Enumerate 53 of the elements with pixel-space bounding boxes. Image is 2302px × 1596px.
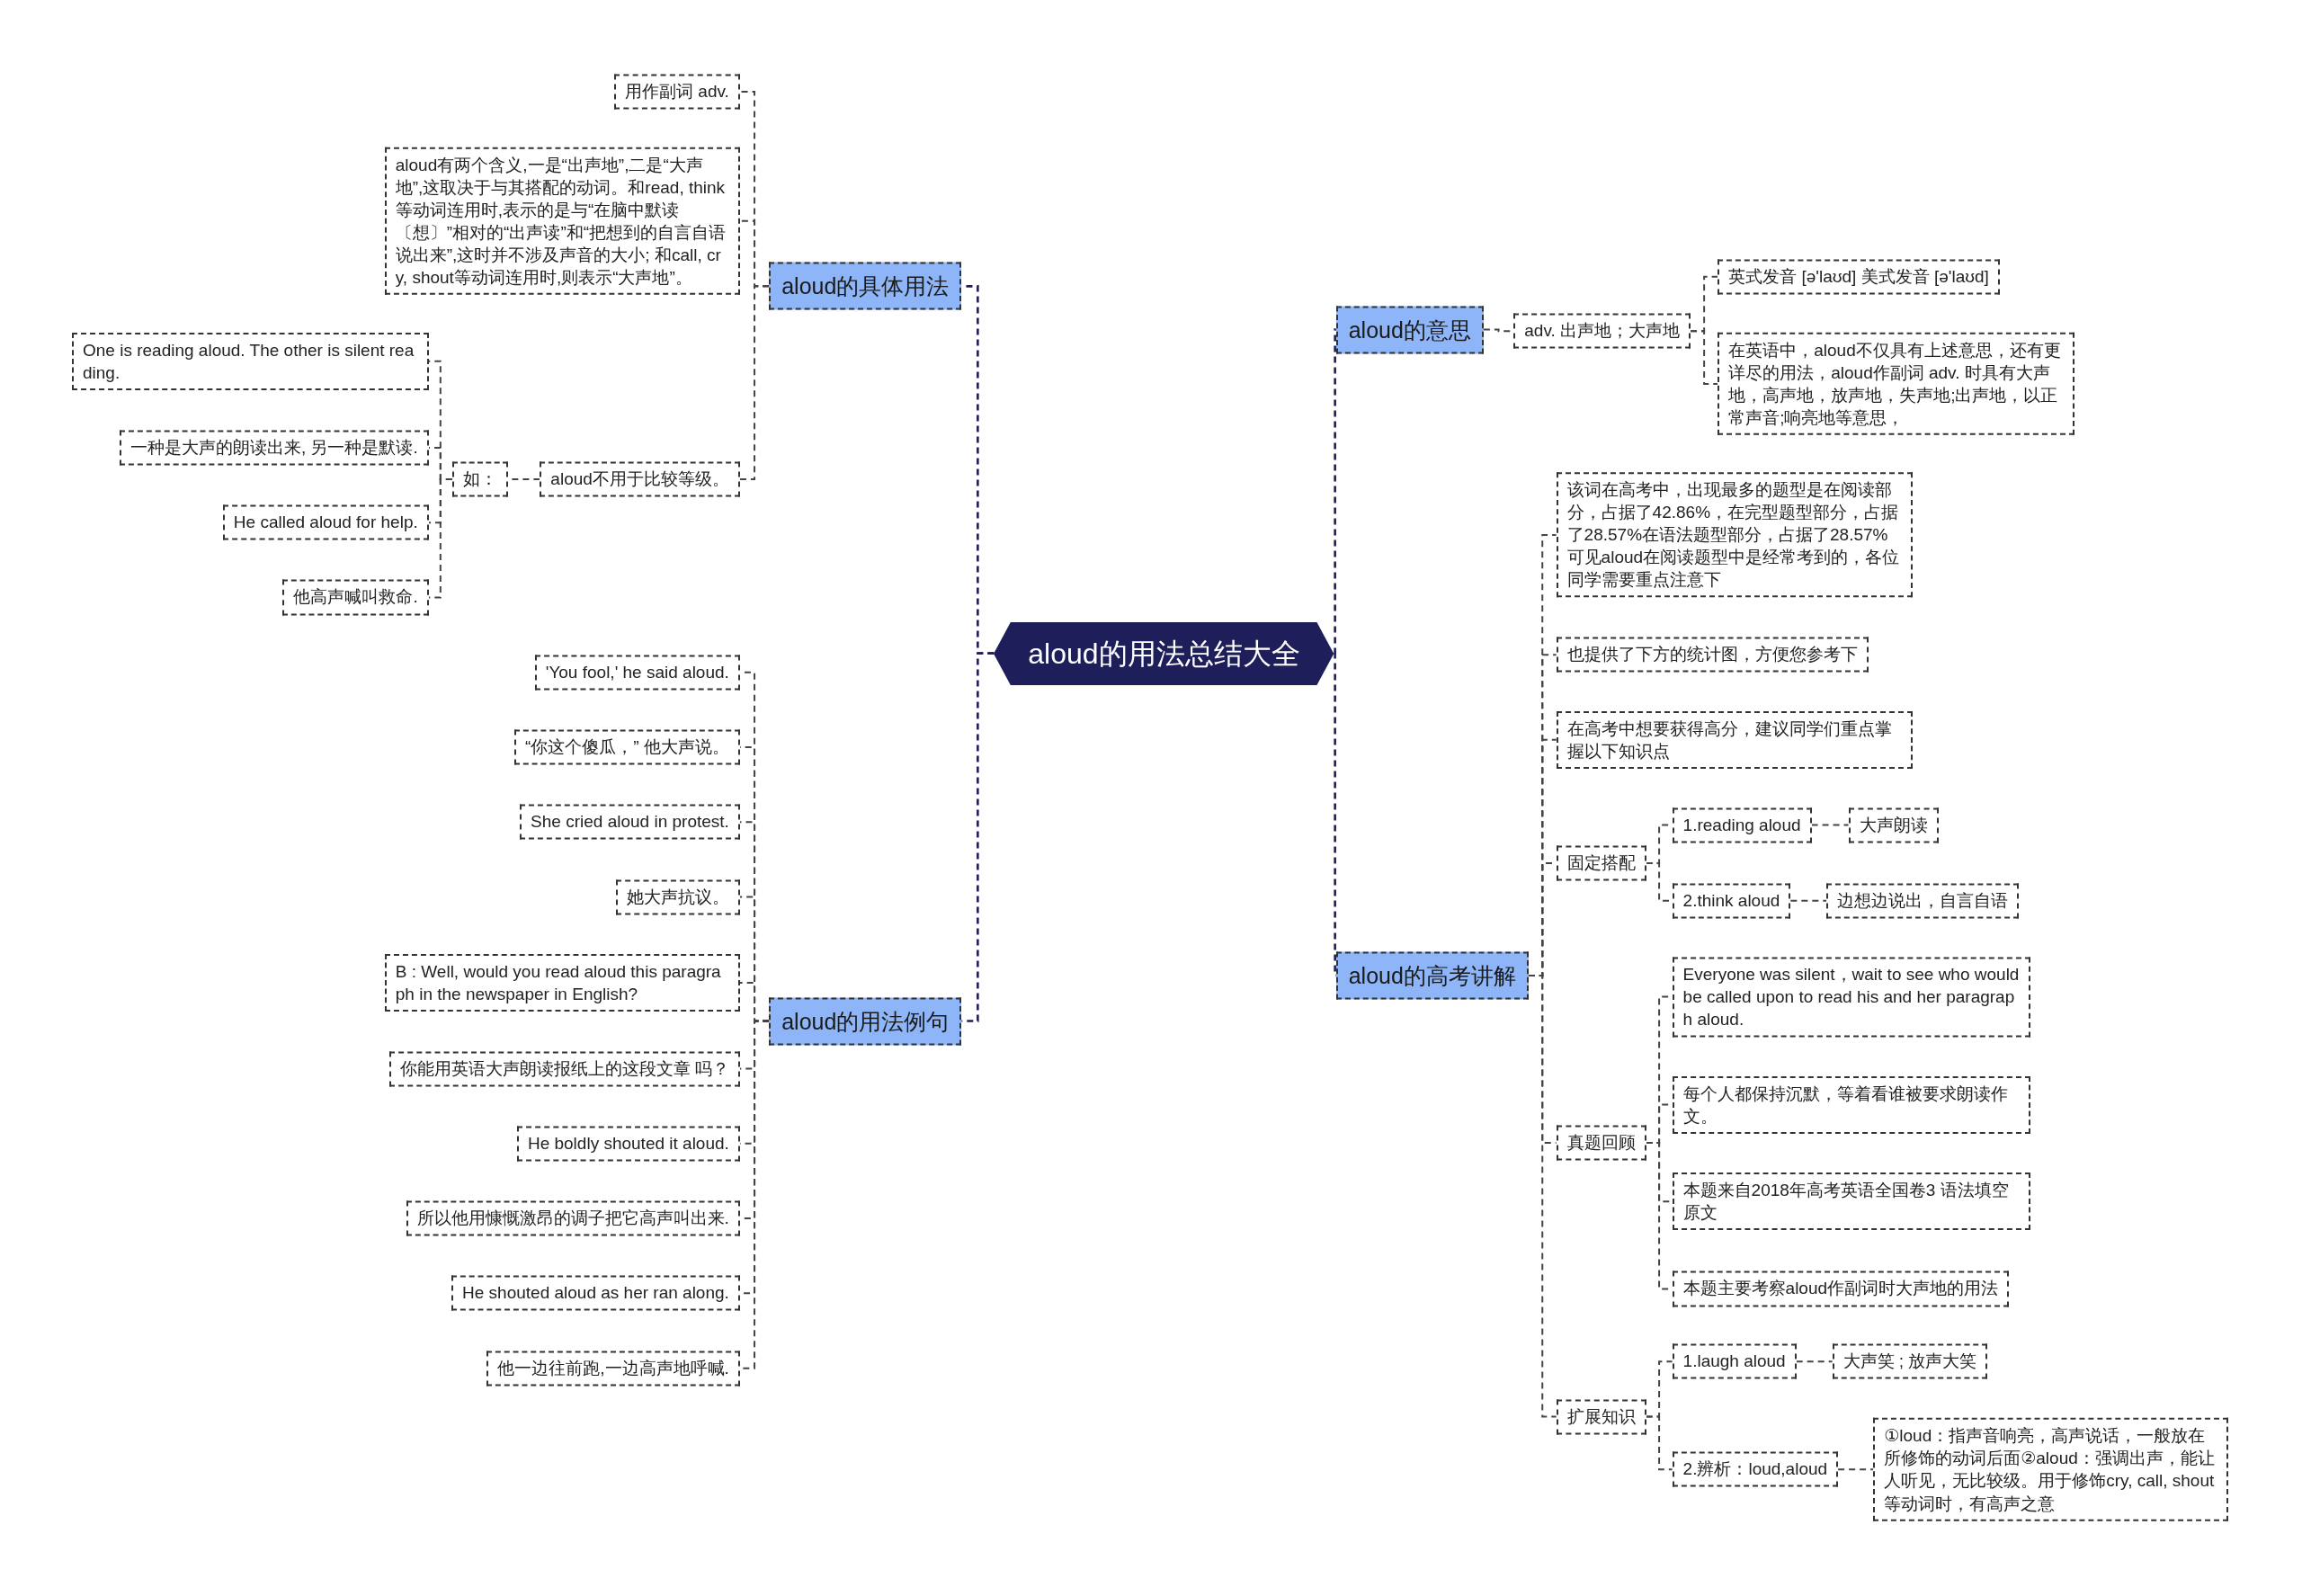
topic-box: 真题回顾 <box>1556 1125 1646 1161</box>
topic-box: One is reading aloud. The other is silent reading. <box>72 332 429 390</box>
topic-box: He called aloud for help. <box>222 504 429 540</box>
branch-topic: aloud的意思 <box>1335 306 1484 353</box>
topic-box: 大声笑 ; 放声大笑 <box>1832 1343 1988 1379</box>
central-topic: aloud的用法总结大全 <box>994 621 1334 685</box>
topic-box: 她大声抗议。 <box>615 879 740 915</box>
topic-box: 一种是大声的朗读出来, 另一种是默读. <box>119 430 429 466</box>
topic-box: 英式发音 [ə'laʊd] 美式发音 [ə'laʊd] <box>1718 259 2000 295</box>
branch-topic: aloud的高考讲解 <box>1335 951 1529 1000</box>
topic-box: 固定搭配 <box>1556 845 1646 881</box>
topic-box: 本题主要考察aloud作副词时大声地的用法 <box>1672 1271 2010 1306</box>
connector-line <box>1810 824 1850 826</box>
connector-line <box>1837 1468 1875 1471</box>
topic-box: 该词在高考中，出现最多的题型是在阅读部分，占据了42.86%，在完型题型部分，占据了28.57%在语法题型部分，占据了28.57%可见aloud在阅读题型中是经常考到的，各位同学需要重点注意下 <box>1556 472 1914 598</box>
topic-box: B : Well, would you read aloud this paragraph in the newspaper in English? <box>384 953 740 1012</box>
topic-box: ①loud：指声音响亮，高声说话，一般放在所修饰的动词后面②aloud：强调出声，能让人听见，无比较级。用于修饰cry, call, shout等动词时，有高声之意 <box>1873 1418 2229 1521</box>
topic-box: 边想边说出，自言自语 <box>1826 883 2019 919</box>
topic-box: 所以他用慷慨激昂的调子把它高声叫出来. <box>406 1200 740 1236</box>
connector-line <box>738 285 771 481</box>
topic-box: aloud有两个含义,一是“出声地”,二是“大声地”,这取决于与其搭配的动词。和read, think等动词连用时,表示的是与“在脑中默读〔想〕”相对的“出声读”和“把想到的自言自语说出来”,这时并不涉及声音的大小; 和call, cry, shout等动词连用时,则表示“大声地”。 <box>384 147 740 295</box>
topic-box: 2.think aloud <box>1672 883 1791 919</box>
connector-line <box>1333 328 1337 655</box>
topic-box: “你这个傻瓜，” 他大声说。 <box>513 729 740 765</box>
topic-box: 'You fool,' he said aloud. <box>534 655 740 691</box>
topic-box: She cried aloud in protest. <box>520 804 740 840</box>
topic-box: 他高声喊叫救命. <box>282 579 429 615</box>
connector-line <box>1795 1360 1834 1363</box>
topic-box: 2.辨析：loud,aloud <box>1672 1451 1839 1487</box>
topic-box: 每个人都保持沉默，等着看谁被要求朗读作文。 <box>1672 1075 2030 1134</box>
topic-box: 用作副词 adv. <box>614 74 740 110</box>
topic-box: adv. 出声地；大声地 <box>1513 313 1691 349</box>
connector-line <box>1645 1415 1673 1471</box>
topic-box: He shouted aloud as her ran along. <box>451 1275 740 1311</box>
topic-box: 1.laugh aloud <box>1672 1343 1797 1379</box>
connector-line <box>427 478 453 599</box>
connector-line <box>1789 899 1827 902</box>
branch-topic: aloud的具体用法 <box>769 262 962 310</box>
topic-box: 他一边往前跑,一边高声地呼喊. <box>486 1351 740 1386</box>
connector-line <box>1690 330 1719 385</box>
topic-box: 本题来自2018年高考英语全国卷3 语法填空原文 <box>1672 1172 2030 1231</box>
topic-box: 在高考中想要获得高分，建议同学们重点掌握以下知识点 <box>1556 710 1914 769</box>
topic-box: Everyone was silent，wait to see who would be called upon to read his and her paragraph aloud. <box>1672 956 2030 1038</box>
topic-box: aloud不用于比较等级。 <box>540 461 740 497</box>
topic-box: 扩展知识 <box>1556 1398 1646 1435</box>
topic-box: 大声朗读 <box>1848 807 1939 843</box>
branch-topic: aloud的用法例句 <box>769 997 962 1045</box>
topic-box: 也提供了下方的统计图，方便您参考下 <box>1556 637 1869 673</box>
topic-box: He boldly shouted it aloud. <box>516 1126 740 1162</box>
topic-box: 你能用英语大声朗读报纸上的这段文章 吗？ <box>388 1051 740 1087</box>
topic-box: 如： <box>451 461 508 497</box>
topic-box: 在英语中，aloud不仅具有上述意思，还有更详尽的用法，aloud作副词 adv. 时具有大声地，高声地，放声地，失声地;出声地，以正常声音;响亮地等意思， <box>1718 332 2074 436</box>
topic-box: 1.reading aloud <box>1672 807 1812 843</box>
